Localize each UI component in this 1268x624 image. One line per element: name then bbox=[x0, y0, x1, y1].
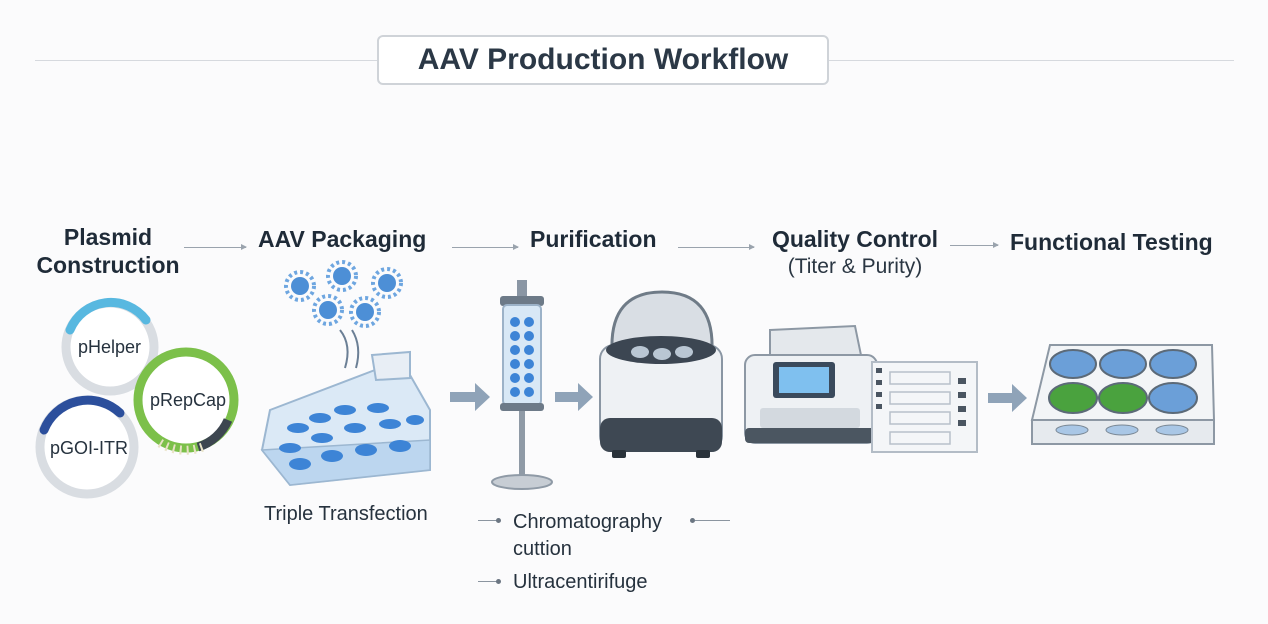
plasmid-prepcap-icon bbox=[133, 347, 239, 455]
assay-plate-icon bbox=[871, 361, 978, 453]
diagram-title-text: AAV Production Workflow bbox=[417, 43, 789, 76]
plasmid-phelper-icon bbox=[61, 297, 159, 396]
title-rule-left bbox=[35, 60, 377, 61]
connector-1 bbox=[184, 244, 247, 250]
step-plasmid-line2: Construction bbox=[36, 252, 180, 278]
caption-triple-transfection: Triple Transfection bbox=[264, 503, 428, 525]
centrifuge-icon bbox=[599, 290, 723, 458]
step-qc-label: Quality Control bbox=[771, 226, 939, 252]
bullet-line-left-2 bbox=[478, 581, 498, 582]
bullet-dot-1-right bbox=[690, 518, 695, 523]
step-aav-packaging: AAV Packaging bbox=[258, 226, 427, 252]
bullet-line-right-1 bbox=[695, 520, 730, 521]
caption-cuttion: cuttion bbox=[513, 538, 572, 560]
flow-arrow-icons bbox=[450, 383, 1027, 412]
plasmid-phelper-label: pHelper bbox=[78, 337, 142, 357]
bullet-dot-1 bbox=[496, 518, 501, 523]
connector-4 bbox=[950, 242, 999, 248]
step-purification: Purification bbox=[530, 226, 657, 252]
title-rule-right bbox=[829, 60, 1234, 61]
six-well-plate-icon bbox=[1030, 344, 1216, 445]
step-functional-testing: Functional Testing bbox=[1010, 229, 1213, 255]
cell-culture-flask-icon bbox=[260, 350, 431, 487]
bullet-dot-2 bbox=[496, 579, 501, 584]
caption-ultracentrifuge: Ultracentirifuge bbox=[513, 571, 648, 593]
bullet-line-left-1 bbox=[478, 520, 498, 521]
chromatography-column-icon bbox=[491, 280, 553, 490]
plasmid-prepcap-label: pRepCap bbox=[150, 390, 227, 410]
step-qc-sublabel: (Titer & Purity) bbox=[787, 255, 923, 278]
step-plasmid-line1: Plasmid bbox=[63, 224, 153, 250]
step-plasmid-construction: Plasmid Construction bbox=[28, 223, 188, 279]
connector-2 bbox=[452, 244, 519, 250]
connector-3 bbox=[678, 244, 755, 250]
plasmid-pgoi-icon bbox=[35, 395, 139, 499]
step-quality-control: Quality Control (Titer & Purity) bbox=[766, 225, 944, 281]
caption-chromatography: Chromatography bbox=[513, 511, 662, 533]
aav-particle-icons bbox=[284, 260, 403, 328]
diagram-title: AAV Production Workflow bbox=[377, 35, 829, 85]
analyzer-instrument-icon bbox=[744, 324, 878, 444]
plasmid-pgoi-label: pGOI-ITR bbox=[50, 438, 129, 458]
